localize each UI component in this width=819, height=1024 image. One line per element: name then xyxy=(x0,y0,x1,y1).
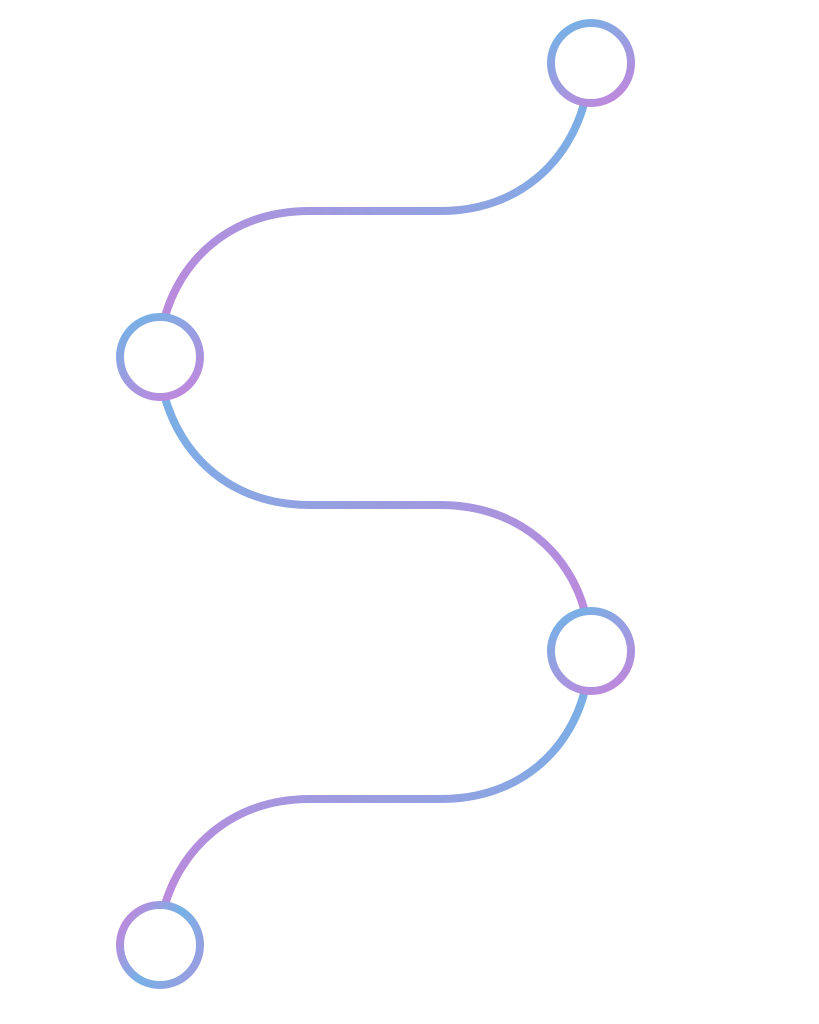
connector-2-3 xyxy=(160,390,589,616)
connector-3-4 xyxy=(160,686,589,912)
node-1 xyxy=(547,19,635,107)
connector-1-2 xyxy=(160,96,589,324)
node-2 xyxy=(116,313,204,401)
node-4 xyxy=(116,901,204,989)
node-3 xyxy=(547,607,635,695)
